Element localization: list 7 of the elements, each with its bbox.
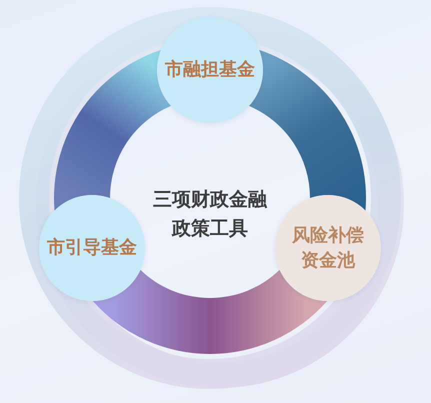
node-label: 市引导基金 xyxy=(47,236,138,260)
curved-band-connector xyxy=(54,50,172,211)
curved-band-connector xyxy=(248,50,366,211)
curved-band-connector xyxy=(92,270,328,354)
center-title: 三项财政金融政策工具 xyxy=(152,188,268,241)
node-label: 市融担基金 xyxy=(165,58,255,82)
node-label: 风险补偿资金池 xyxy=(290,224,365,273)
